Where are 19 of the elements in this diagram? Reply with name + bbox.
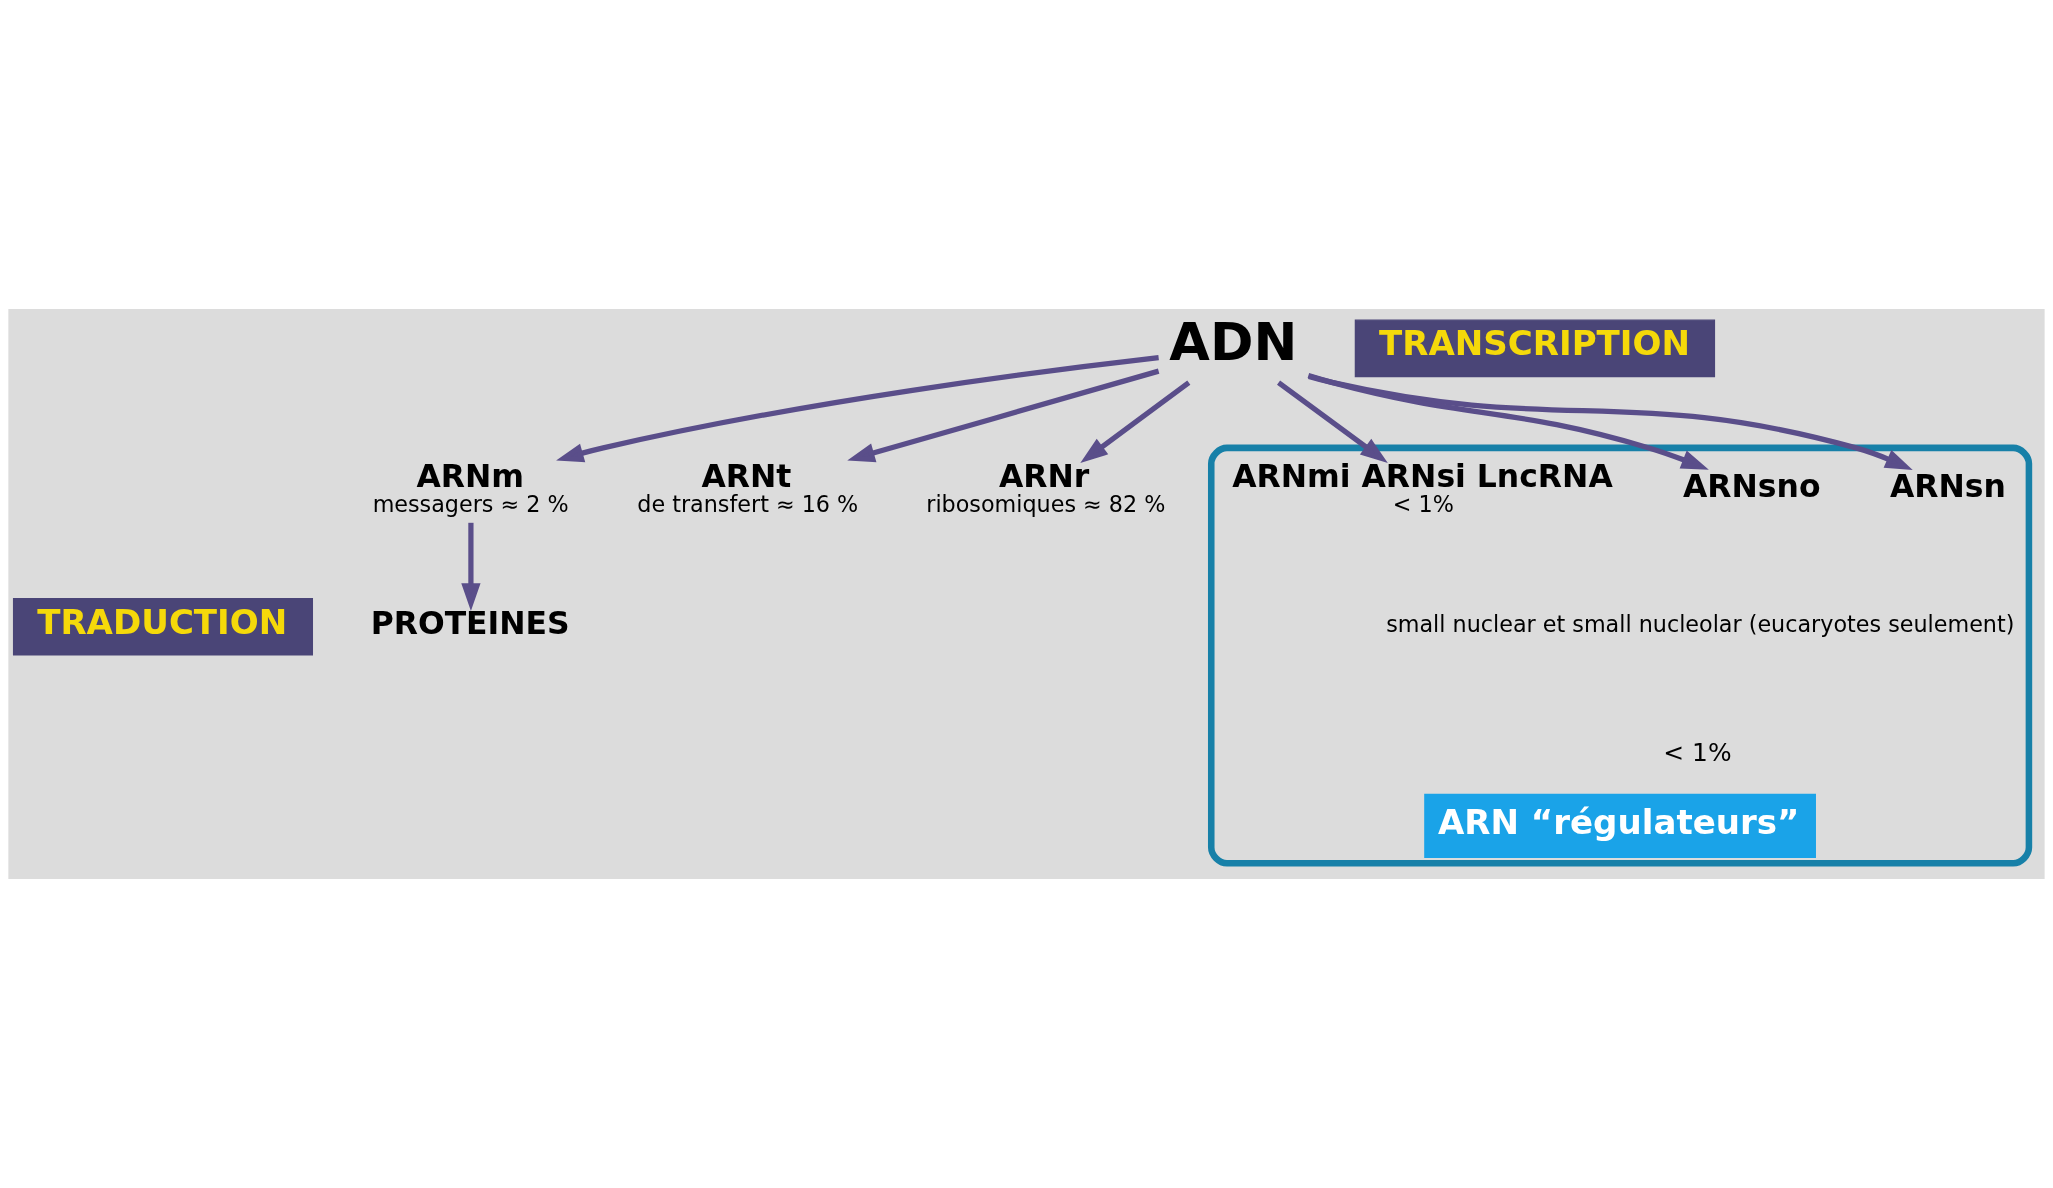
node-box: TRADUCTION [12, 597, 313, 656]
arrow [1277, 380, 1388, 463]
arrow [847, 368, 1160, 463]
node-text: PROTEINES [370, 604, 570, 641]
node-text: ARNt de transfert ≈ 16 % [637, 458, 859, 517]
arrow [1308, 373, 1913, 470]
label: small nuclear et small nucleolar (eucaryotes seulement) [1386, 611, 2015, 638]
node-box: TRANSCRIPTION [1354, 319, 1716, 378]
arrow [1080, 380, 1191, 463]
arrow [556, 355, 1159, 463]
label: < 1% [1663, 737, 1732, 767]
node-text: ADN [1169, 311, 1298, 373]
node-text: ARNsno [1682, 468, 1821, 505]
arrow [1307, 373, 1709, 470]
arrow [461, 522, 481, 611]
node-text: ARNr ribosomiques ≈ 82 % [926, 458, 1166, 517]
node-text: ARNsn [1890, 468, 2006, 505]
node-text: ARNmi ARNsi LncRNA < 1% [1232, 458, 1613, 517]
node-text: ARNm messagers ≈ 2 % [372, 458, 569, 517]
